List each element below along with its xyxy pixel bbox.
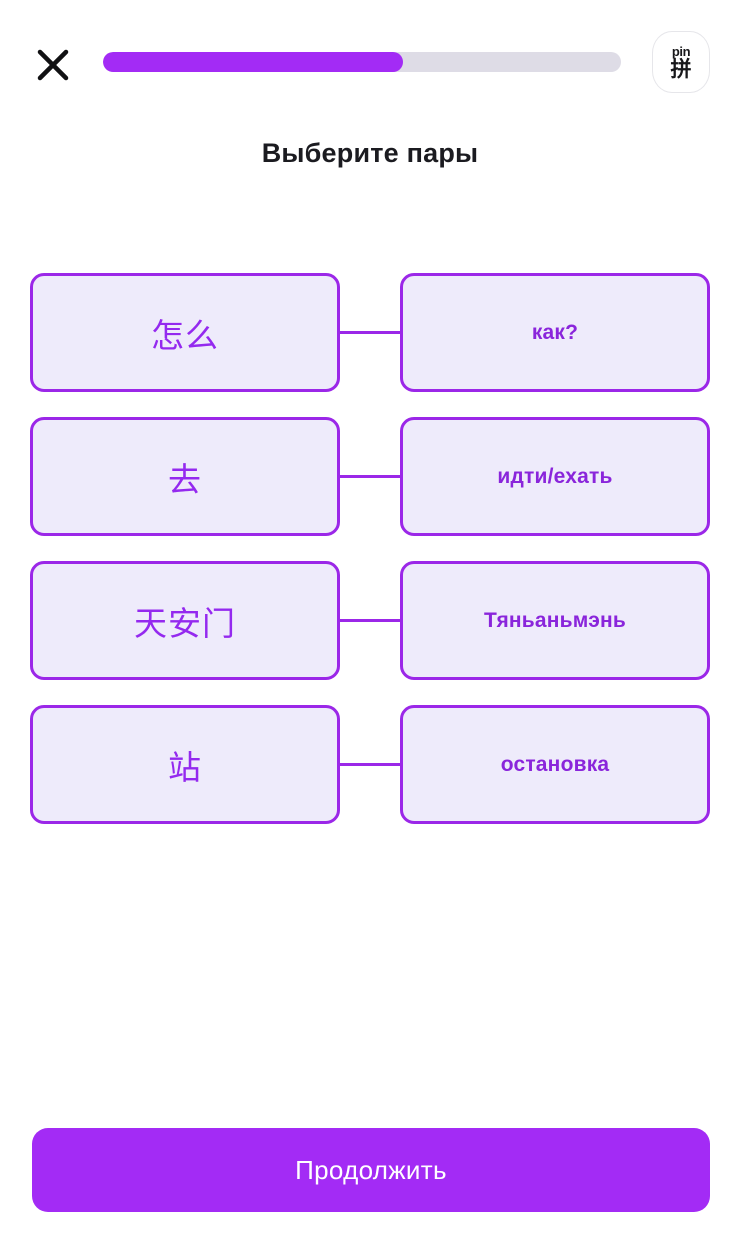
- lesson-progress-bar: [103, 52, 621, 72]
- pinyin-toggle-top-label: pin: [671, 43, 691, 59]
- pair-target-card[interactable]: идти/ехать: [400, 417, 710, 536]
- pair-connector-line: [339, 475, 401, 478]
- continue-button[interactable]: Продолжить: [32, 1128, 710, 1212]
- pair-source-card[interactable]: 站: [30, 705, 340, 824]
- pair-source-text: 怎么: [151, 316, 219, 354]
- pair-source-card[interactable]: 天安门: [30, 561, 340, 680]
- pair-source-text: 天安门: [134, 604, 236, 642]
- lesson-progress-fill: [103, 52, 404, 72]
- pair-target-text: остановка: [500, 752, 610, 776]
- pair-row: 怎么 как?: [0, 273, 740, 392]
- pair-source-card[interactable]: 去: [30, 417, 340, 536]
- close-button[interactable]: [26, 38, 80, 92]
- pair-connector-line: [339, 763, 401, 766]
- pairs-list: 怎么 как? 去 идти/ехать 天安门 Тяньаньмэнь: [0, 273, 740, 849]
- pair-target-card[interactable]: как?: [400, 273, 710, 392]
- pinyin-toggle-character: 拼: [670, 57, 692, 81]
- pair-target-card[interactable]: остановка: [400, 705, 710, 824]
- pair-connector-line: [339, 619, 401, 622]
- pair-target-card[interactable]: Тяньаньмэнь: [400, 561, 710, 680]
- pair-source-text: 站: [168, 748, 202, 786]
- pair-target-text: Тяньаньмэнь: [483, 608, 627, 632]
- close-x-icon: [36, 48, 70, 82]
- pinyin-toggle-button[interactable]: pin 拼: [652, 31, 710, 93]
- pair-row: 去 идти/ехать: [0, 417, 740, 536]
- page-title: Выберите пары: [261, 138, 479, 168]
- pair-connector-line: [339, 331, 401, 334]
- pair-source-card[interactable]: 怎么: [30, 273, 340, 392]
- pair-row: 站 остановка: [0, 705, 740, 824]
- pair-target-text: как?: [531, 320, 579, 344]
- header-bar: pin 拼: [0, 0, 740, 118]
- pair-target-text: идти/ехать: [497, 464, 613, 488]
- pair-source-text: 去: [168, 460, 202, 498]
- pair-row: 天安门 Тяньаньмэнь: [0, 561, 740, 680]
